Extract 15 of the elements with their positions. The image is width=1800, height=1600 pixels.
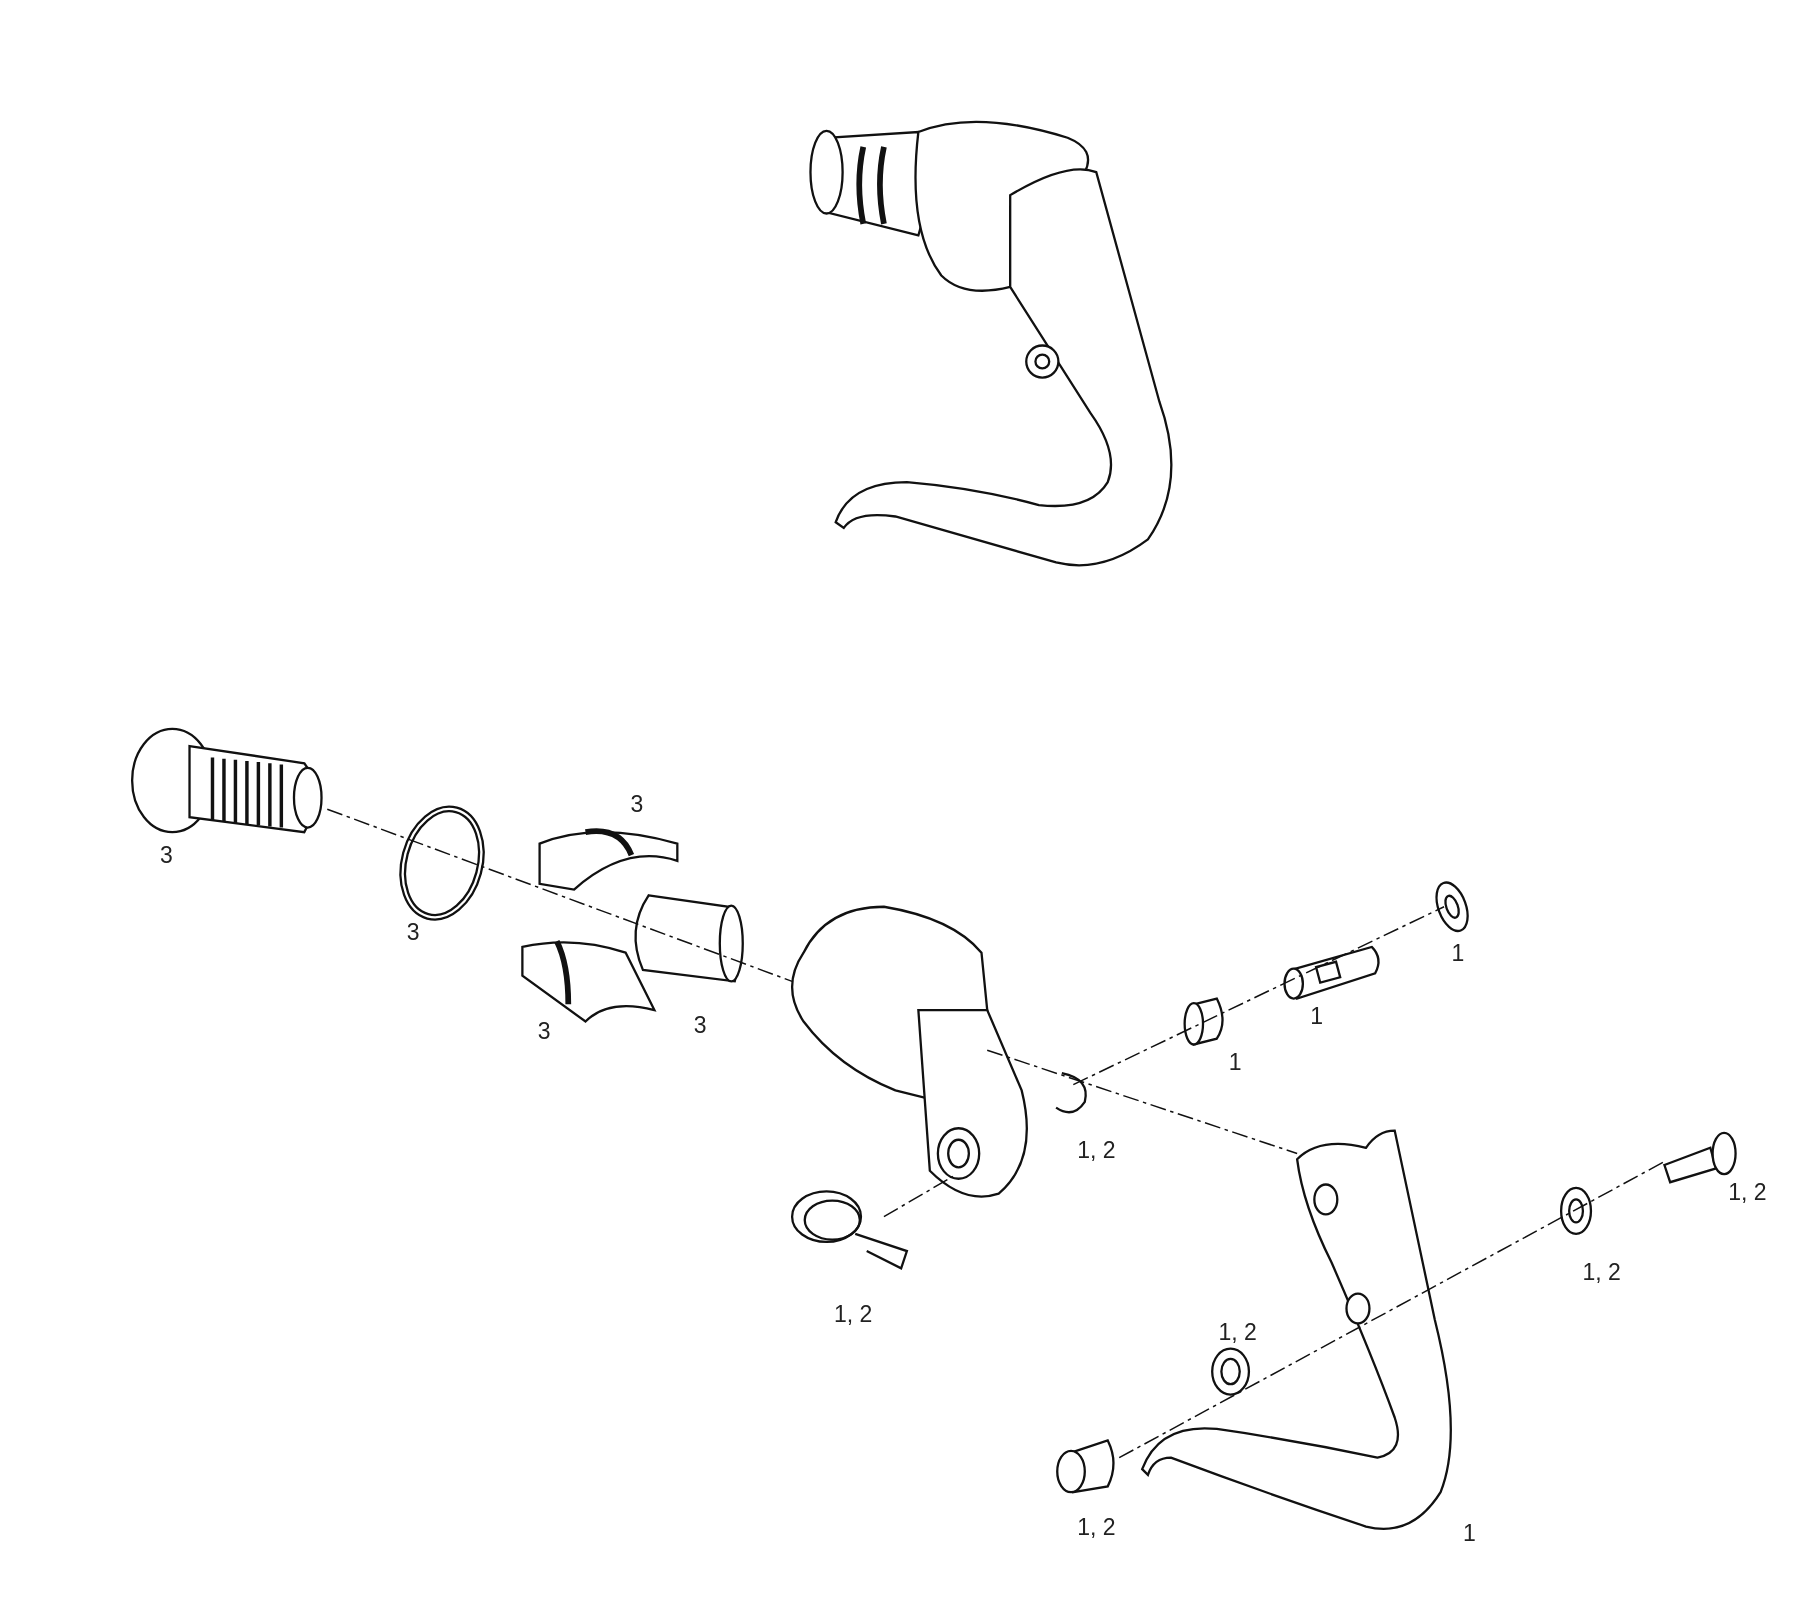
callout-number: 3 (693, 1014, 707, 1038)
callout-number: 3 (537, 1019, 551, 1043)
callout-number: 3 (159, 844, 173, 868)
callout-number: 1, 2 (1077, 1139, 1116, 1163)
callout-number: 1, 2 (1582, 1260, 1621, 1284)
callout-number: 1 (1310, 1004, 1323, 1028)
callout-number: 3 (630, 792, 644, 816)
callout-number: 1, 2 (1218, 1320, 1257, 1344)
callout-number: 3 (406, 921, 420, 945)
callout-number: 1, 2 (833, 1303, 873, 1327)
callout-number: 1, 2 (1077, 1515, 1116, 1539)
callout-number: 1 (1228, 1050, 1242, 1074)
callout-number: 1 (1462, 1521, 1476, 1545)
callout-number: 1, 2 (1728, 1180, 1767, 1204)
callout-number: 1 (1451, 941, 1465, 965)
